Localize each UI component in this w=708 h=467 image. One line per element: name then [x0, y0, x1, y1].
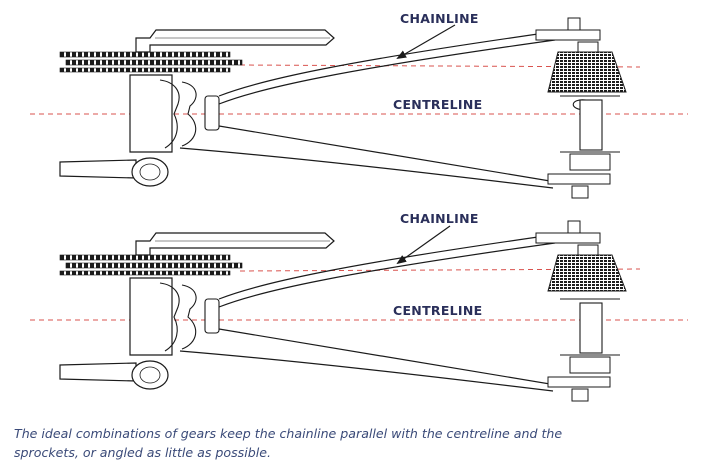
- crank-arm-icon: [135, 29, 335, 53]
- rear-hub-icon: [535, 17, 620, 199]
- caption-line-1: The ideal combinations of gears keep the…: [14, 426, 563, 441]
- crank-arm-bottom: [59, 360, 169, 390]
- centreline-label: CENTRELINE: [393, 97, 482, 112]
- cassette-icon: [547, 254, 627, 292]
- chainring-icon: [59, 51, 243, 73]
- centreline-label: CENTRELINE: [393, 303, 482, 318]
- rear-hub-icon: [535, 220, 620, 402]
- cassette-icon: [547, 51, 627, 93]
- chainring-icon: [59, 254, 243, 276]
- arrow-icon: [396, 225, 451, 265]
- chainline-label: CHAINLINE: [400, 11, 479, 26]
- crank-arm-bottom: [59, 157, 169, 187]
- caption-line-2: sprockets, or angled as little as possib…: [14, 445, 271, 460]
- figure-top: CHAINLINE CENTRELINE: [30, 11, 688, 199]
- chainline-label: CHAINLINE: [400, 211, 479, 226]
- crank-arm-icon: [135, 232, 335, 256]
- arrow-icon: [396, 24, 456, 60]
- figure-caption: The ideal combinations of gears keep the…: [14, 424, 704, 462]
- figure-bottom: CHAINLINE CENTRELINE: [30, 211, 688, 402]
